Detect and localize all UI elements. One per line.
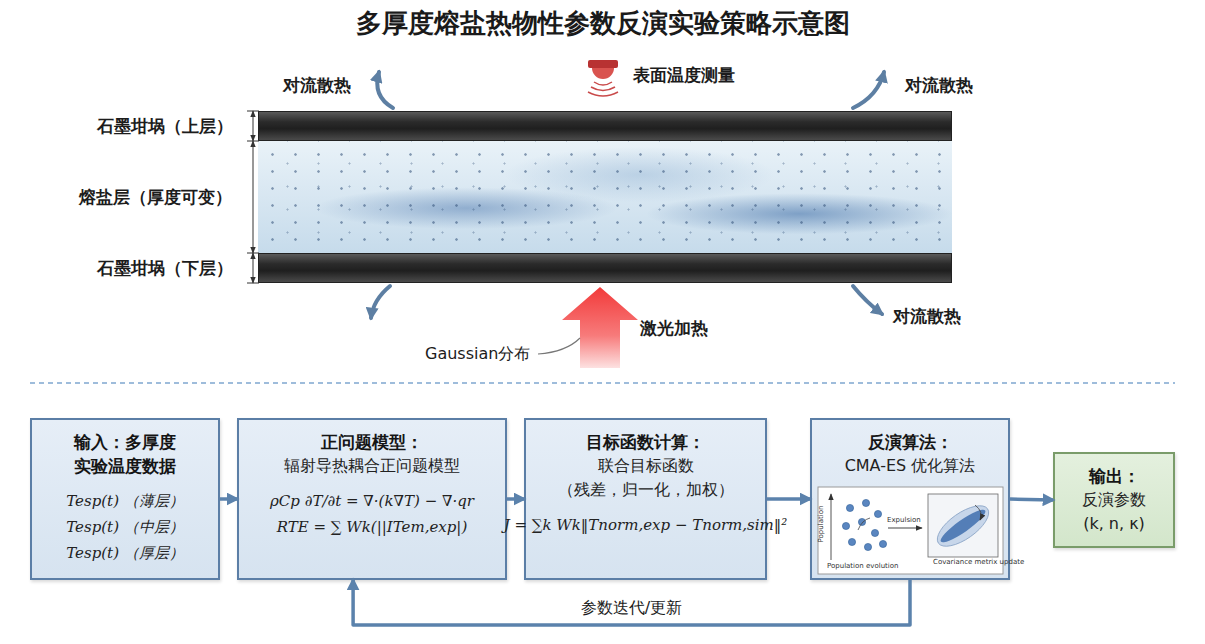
process-box: 正问题模型：辐射导热耦合正问题模型 ρCp ∂T/∂t = ∇·(k∇T) − ∇…: [237, 418, 507, 580]
inset-label: Covariance metrix update: [933, 558, 1024, 566]
layer-label: 熔盐层（厚度可变）: [79, 186, 232, 209]
flow-arrow: [507, 497, 524, 501]
annotation-label: Gaussian分布: [425, 344, 530, 365]
process-box: 目标函数计算：联合目标函数（残差，归一化，加权）J = ∑k Wk‖Tnorm,…: [524, 418, 767, 580]
annotation-label: 对流散热: [283, 74, 351, 97]
formula: Tesp(t) （中层）: [66, 514, 184, 540]
layer-label: 石墨坩埚（上层）: [97, 115, 233, 138]
formula: RTE = ∑ Wk(||ITem,exp|): [277, 514, 468, 540]
annotation-label: 表面温度测量: [633, 64, 735, 87]
flow-arrow: [353, 580, 910, 625]
temperature-sensor: [588, 60, 618, 96]
edge-label: 参数迭代/更新: [581, 598, 682, 619]
annotation-label: 激光加热: [640, 317, 708, 340]
box-text: 联合目标函数: [598, 454, 694, 478]
box-heading: 正问题模型：: [321, 430, 423, 454]
diagram-title: 多厚度熔盐热物性参数反演实验策略示意图: [0, 6, 1205, 41]
crucible-band: 石墨坩埚（上层）: [258, 111, 952, 141]
box-text: 辐射导热耦合正问题模型: [284, 454, 460, 478]
separator-line: [30, 382, 1175, 384]
annotation-label: 对流散热: [893, 305, 961, 328]
box-text: (k, n, κ): [1083, 512, 1145, 536]
inset-label: Population: [817, 506, 825, 543]
box-heading: 输入：多厚度 实验温度数据: [69, 430, 181, 478]
box-heading: 目标函数计算：: [586, 430, 705, 454]
process-box: 输入：多厚度 实验温度数据 Tesp(t) （薄层）Tesp(t) （中层）Tes…: [30, 418, 220, 580]
flow-arrow: [767, 497, 810, 501]
formula: Tesp(t) （薄层）: [66, 488, 184, 514]
flow-arrow: [1010, 499, 1053, 500]
flow-arrow: [220, 497, 237, 501]
crucible-band: 石墨坩埚（下层）: [258, 253, 952, 283]
box-heading: 输出：: [1089, 464, 1140, 488]
box-heading: 反演算法：: [868, 430, 953, 454]
formula: ρCp ∂T/∂t = ∇·(k∇T) − ∇·qr: [270, 488, 474, 514]
inset-label: Expulsion: [887, 516, 921, 524]
layer-label: 石墨坩埚（下层）: [97, 257, 233, 280]
box-text: 反演参数: [1082, 488, 1146, 512]
formula: Tesp(t) （厚层）: [66, 540, 184, 566]
annotation-label: 对流散热: [905, 74, 973, 97]
box-text: （残差，归一化，加权）: [558, 478, 734, 502]
laser-arrow: [538, 287, 638, 368]
inset-label: Population evolution: [827, 562, 899, 570]
formula: J = ∑k Wk‖Tnorm,exp − Tnorm,sim‖²: [504, 512, 788, 538]
salt-layer: 熔盐层（厚度可变）: [258, 141, 952, 253]
box-text: CMA-ES 优化算法: [845, 454, 976, 478]
output-box: 输出：反演参数(k, n, κ): [1053, 452, 1175, 548]
